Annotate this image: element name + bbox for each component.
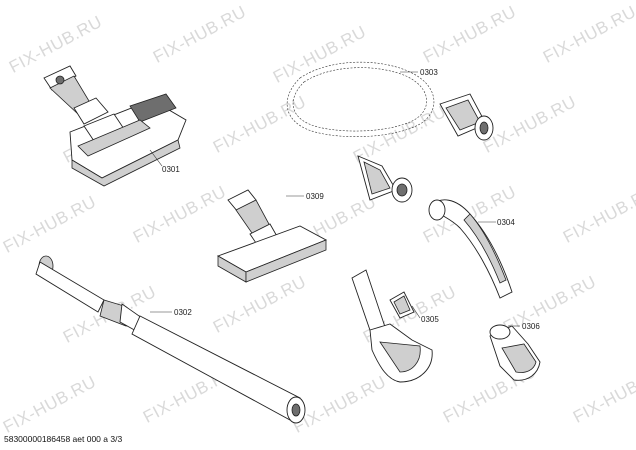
part-0303-hose[interactable] [286,61,494,203]
leader-line-0305 [411,305,421,319]
part-label-0309: 0309 [306,192,324,201]
part-label-0304: 0304 [497,218,515,227]
part-label-0305: 0305 [421,315,439,324]
part-label-0302: 0302 [174,308,192,317]
part-0301-floor-brush[interactable] [43,65,187,187]
part-0305-crevice-nozzle[interactable] [351,269,433,383]
part-0309-parquet-brush[interactable] [216,189,328,283]
part-label-0303: 0303 [420,68,438,77]
part-0306-round-nozzle[interactable] [489,324,541,381]
part-label-0301: 0301 [162,165,180,174]
part-0304-handle[interactable] [428,199,513,299]
part-0302-telescopic-tube[interactable] [35,255,306,424]
part-label-0306: 0306 [522,322,540,331]
leader-line-0301 [149,149,163,167]
document-reference-footer: 58300000186458 aet 000 a 3/3 [4,434,123,444]
